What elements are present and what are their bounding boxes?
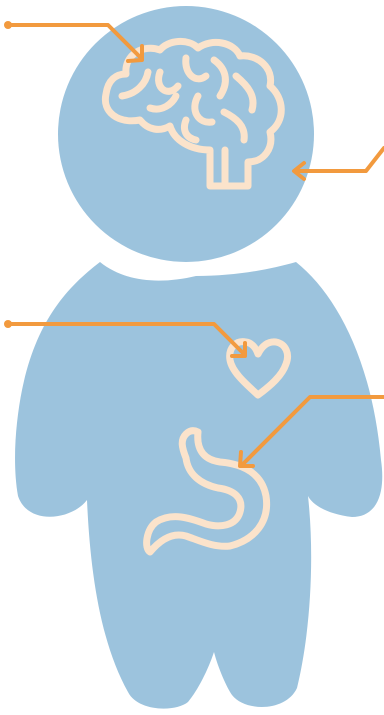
body	[15, 262, 382, 709]
